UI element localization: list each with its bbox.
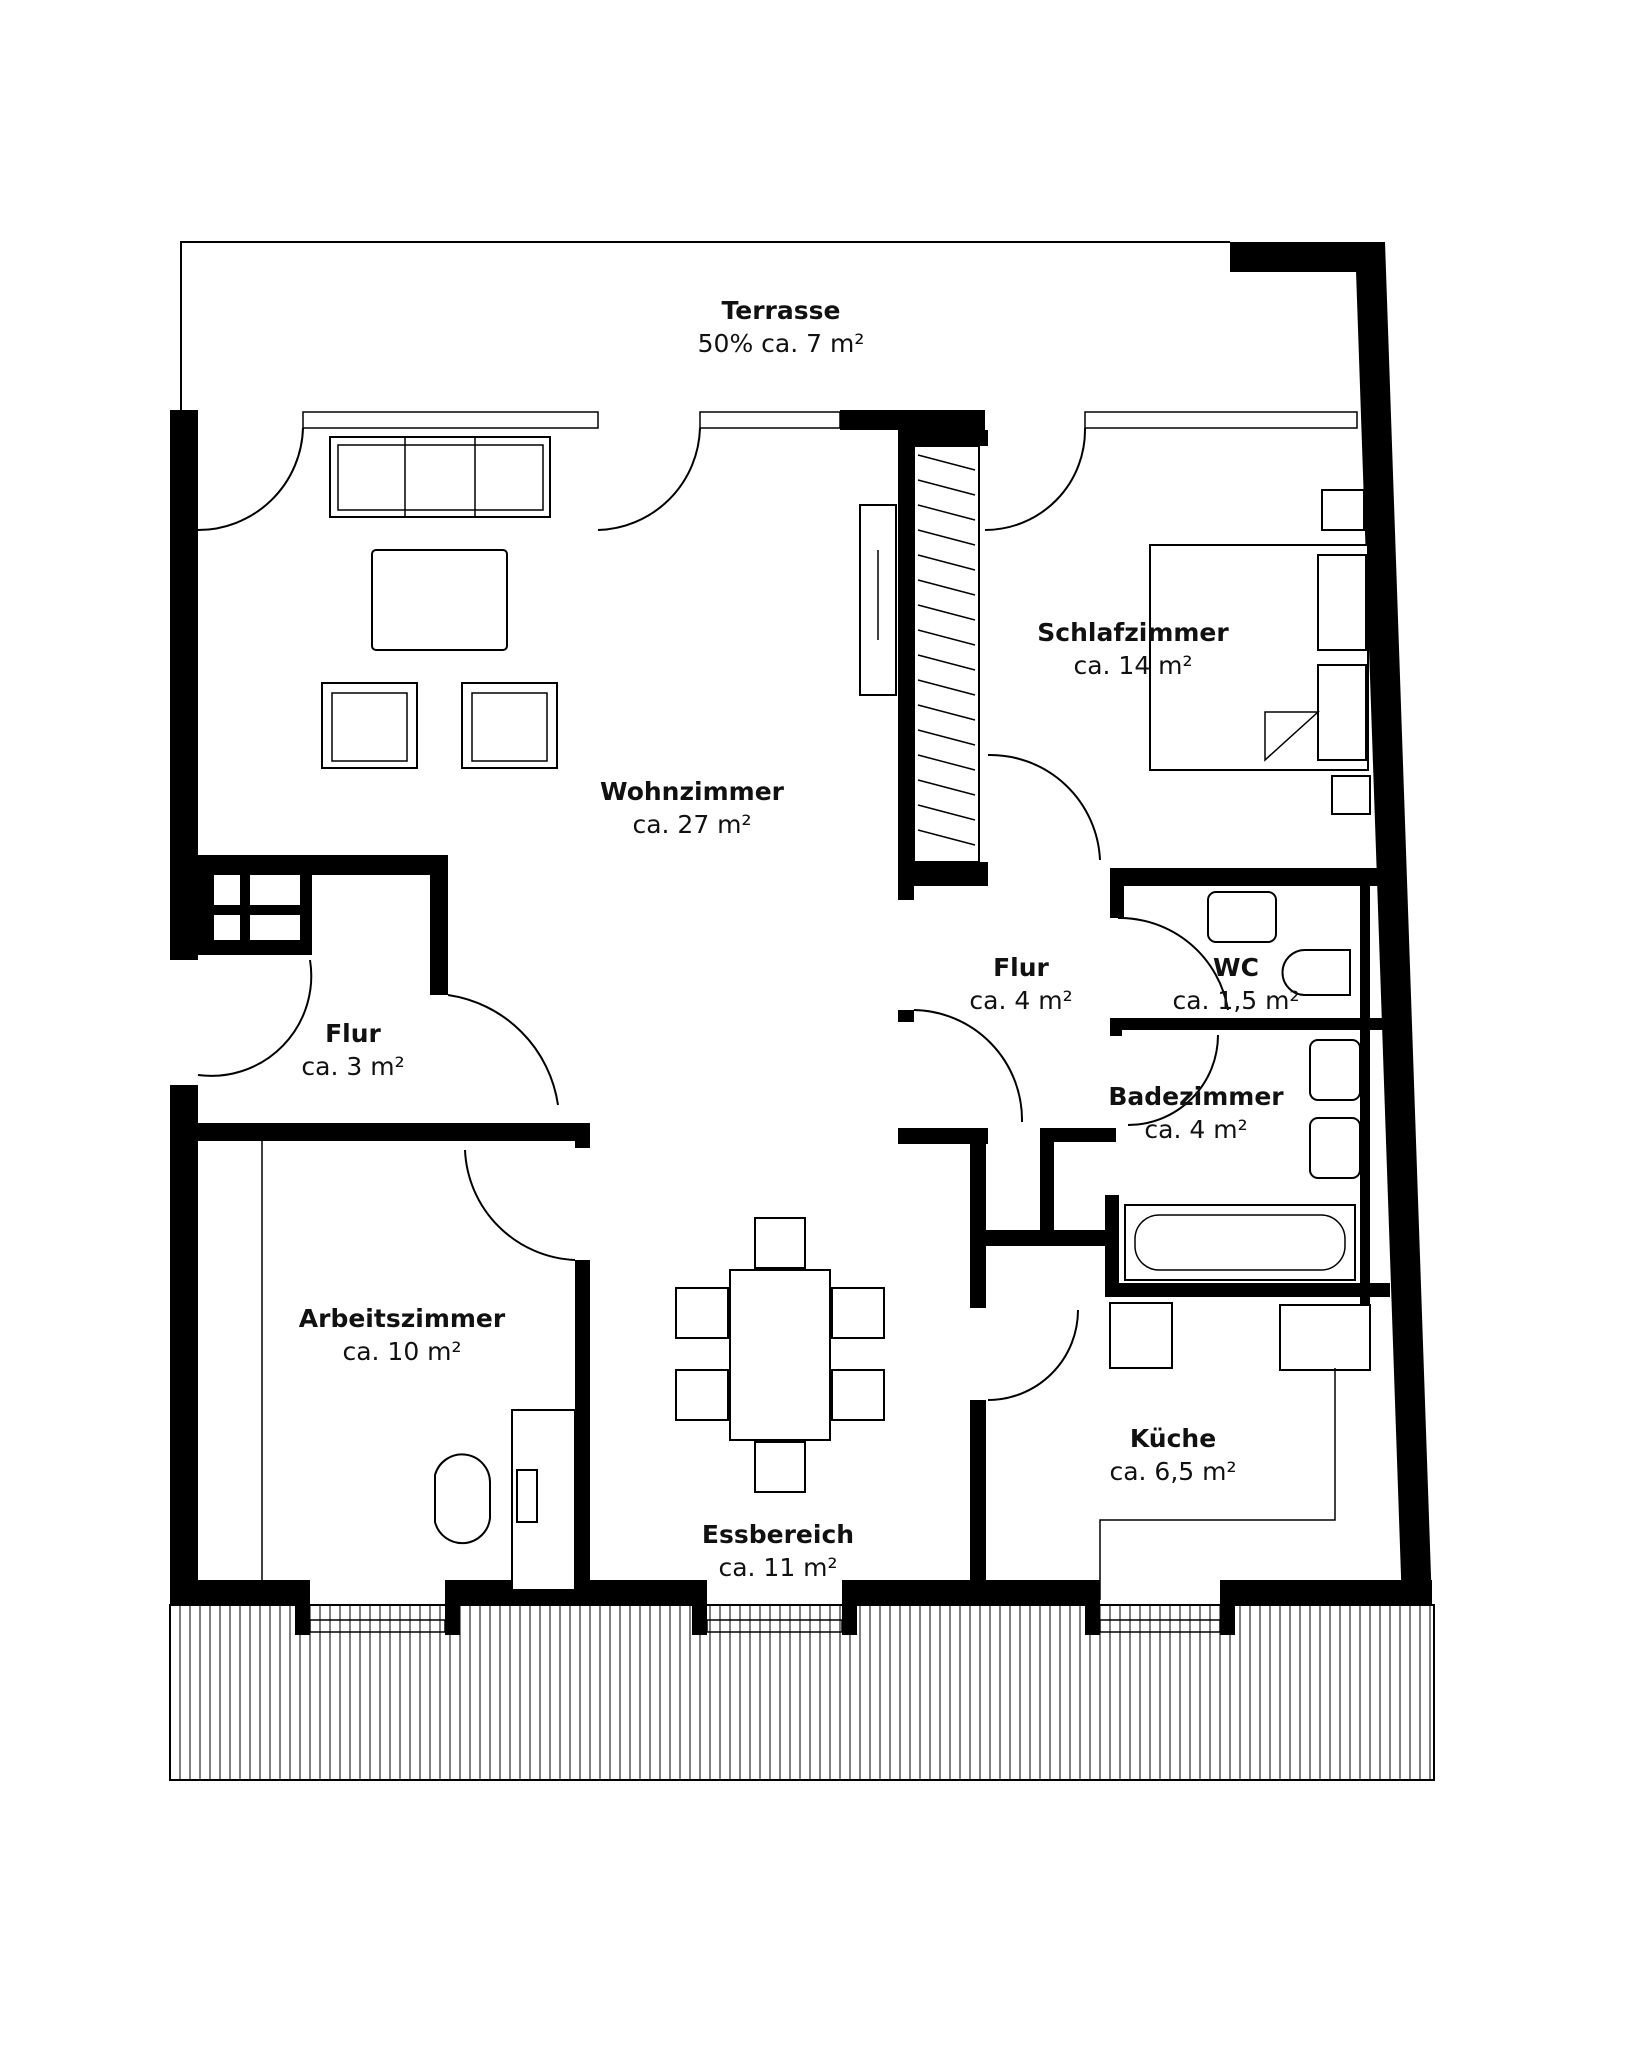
room-name-wc: WC [1213,953,1259,982]
room-name-wohnzimmer: Wohnzimmer [600,777,785,806]
room-name-kueche: Küche [1130,1424,1216,1453]
room-area-terrasse: 50% ca. 7 m² [698,329,865,358]
room-name-essbereich: Essbereich [702,1520,854,1549]
room-name-flur-left: Flur [325,1019,381,1048]
room-name-badezimmer: Badezimmer [1108,1082,1284,1111]
balcony-hatch [169,1604,1435,1781]
room-area-wc: ca. 1,5 m² [1172,986,1299,1015]
room-area-flur-left: ca. 3 m² [301,1052,404,1081]
room-area-badezimmer: ca. 4 m² [1144,1115,1247,1144]
room-name-terrasse: Terrasse [722,296,841,325]
terrace-outline [180,241,1230,412]
room-area-essbereich: ca. 11 m² [718,1553,837,1582]
doors [197,427,1229,1401]
room-name-flur-center: Flur [993,953,1049,982]
room-area-arbeitszimmer: ca. 10 m² [342,1337,461,1366]
furniture [261,436,1371,1600]
room-area-wohnzimmer: ca. 27 m² [632,810,751,839]
windows [302,411,1358,1633]
room-name-schlafzimmer: Schlafzimmer [1037,618,1229,647]
walls [170,242,1432,1635]
room-name-arbeitszimmer: Arbeitszimmer [299,1304,506,1333]
room-area-kueche: ca. 6,5 m² [1109,1457,1236,1486]
room-labels: Terrasse 50% ca. 7 m² Wohnzimmer ca. 27 … [299,296,1300,1582]
room-area-flur-center: ca. 4 m² [969,986,1072,1015]
room-area-schlafzimmer: ca. 14 m² [1073,651,1192,680]
